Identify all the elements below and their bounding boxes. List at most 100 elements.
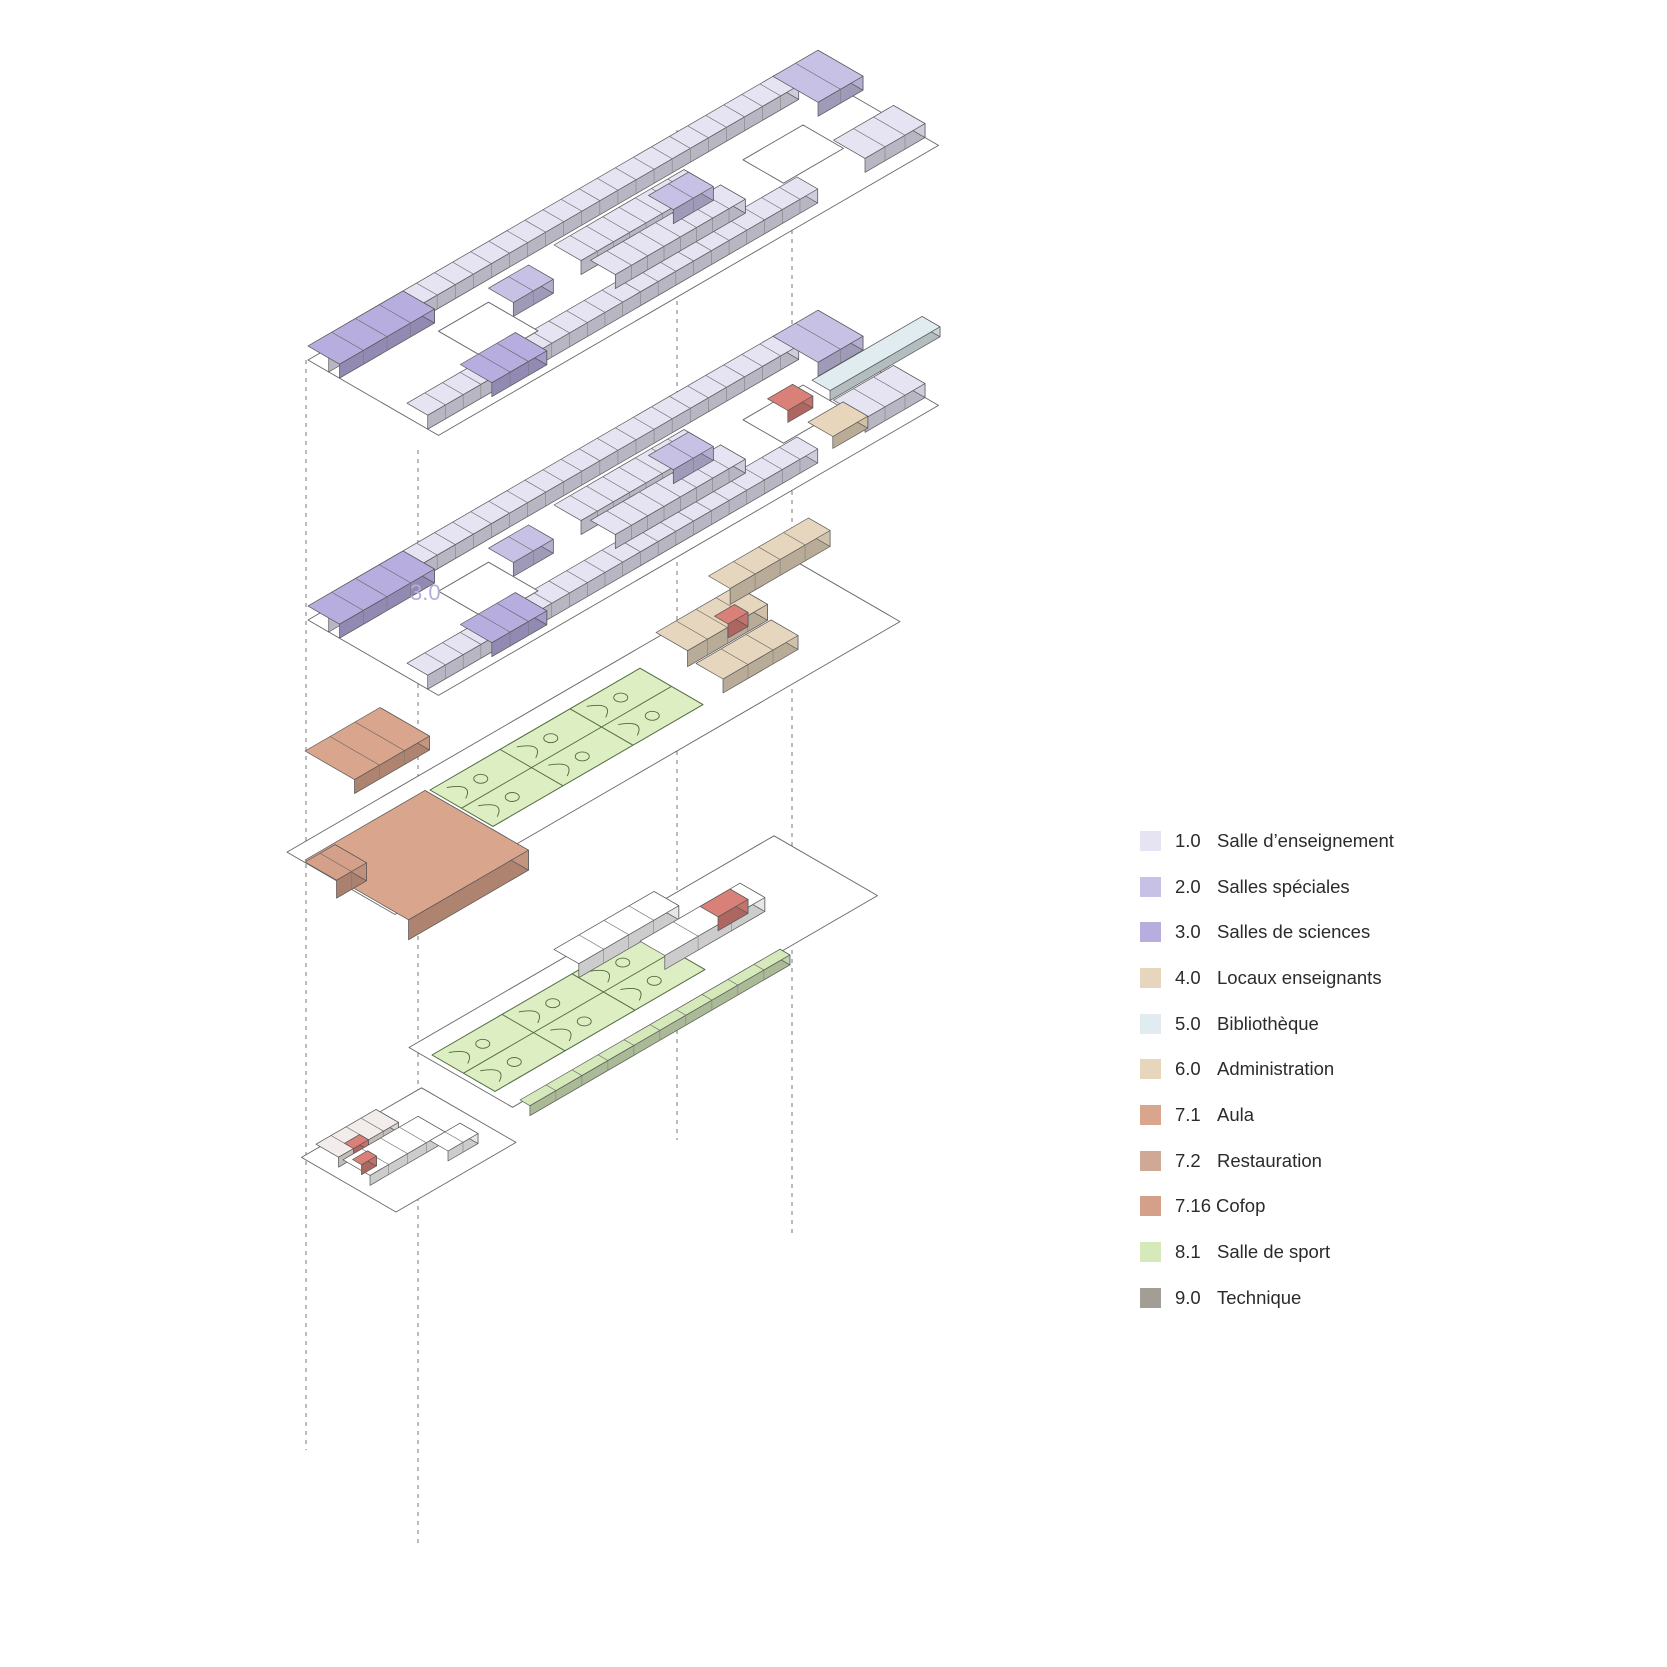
- room-divider: [701, 994, 713, 1001]
- court-circle: [473, 773, 489, 784]
- legend-label: Restauration: [1217, 1149, 1322, 1171]
- legend-label: Salle de sport: [1217, 1241, 1331, 1263]
- room-divider: [753, 964, 765, 971]
- room-divider: [548, 580, 570, 594]
- legend-swatch: [1140, 1059, 1161, 1080]
- faint-annotation-label: 3.0: [410, 580, 441, 605]
- room-divider: [331, 591, 364, 611]
- level-ground: [408, 835, 878, 1117]
- legend-swatch: [1140, 876, 1161, 897]
- room-divider: [434, 272, 456, 285]
- legend-label: Cofop: [1216, 1195, 1266, 1217]
- legend-code: 7.2: [1175, 1149, 1201, 1171]
- room-divider: [496, 602, 529, 622]
- room-divider: [478, 353, 511, 373]
- room-divider: [601, 289, 623, 303]
- room-divider: [584, 560, 606, 573]
- court-arc: [618, 723, 640, 736]
- court-circle: [644, 710, 660, 721]
- legend-label: Salle d’enseignement: [1217, 829, 1394, 851]
- room-divider: [355, 578, 388, 597]
- room-divider: [601, 549, 623, 563]
- room-divider: [639, 231, 665, 247]
- room-divider: [618, 467, 647, 484]
- room-divider: [602, 476, 630, 493]
- room-divider: [545, 1084, 557, 1091]
- court-line: [461, 686, 672, 809]
- room-divider: [635, 457, 663, 474]
- room-divider: [853, 128, 886, 148]
- room-divider: [705, 375, 727, 388]
- court-circle: [576, 1016, 592, 1027]
- room-divider: [584, 300, 606, 313]
- court-arc: [478, 804, 500, 817]
- accent-room: [767, 383, 814, 411]
- legend-label: Bibliothèque: [1217, 1012, 1319, 1034]
- room-divider: [416, 282, 438, 296]
- room-divider: [566, 570, 588, 583]
- legend-swatch: [1140, 1196, 1161, 1217]
- court-arc: [516, 745, 538, 759]
- room-divider: [733, 561, 756, 575]
- room-divider: [460, 372, 482, 385]
- aula: [304, 790, 529, 921]
- legend-code: 6.0: [1175, 1058, 1201, 1080]
- legend-label: Locaux enseignants: [1217, 966, 1382, 988]
- room-divider: [470, 511, 492, 524]
- legend-swatch: [1140, 922, 1161, 943]
- library: [811, 316, 941, 391]
- room-divider: [795, 322, 841, 350]
- room-divider: [442, 642, 464, 655]
- room-divider: [783, 532, 806, 546]
- room-divider: [723, 104, 745, 118]
- court-arc: [620, 988, 642, 1001]
- room-divider: [379, 564, 411, 584]
- room-divider: [460, 632, 482, 645]
- room-divider: [579, 188, 601, 201]
- room-divider: [488, 500, 510, 514]
- room-divider: [853, 388, 886, 408]
- court-circle: [646, 975, 662, 986]
- room-divider: [488, 240, 510, 254]
- legend-item: 7.2 Restauration: [1140, 1138, 1394, 1184]
- room-divider: [635, 197, 663, 214]
- court-arc: [586, 704, 608, 718]
- room-divider: [615, 167, 637, 180]
- room-divider: [586, 225, 614, 243]
- room-divider: [542, 209, 564, 222]
- court-arc: [548, 763, 570, 777]
- room-divider: [560, 198, 582, 212]
- room-divider: [496, 342, 529, 362]
- room-divider: [508, 536, 534, 552]
- room-divider: [566, 310, 588, 323]
- room-divider: [759, 83, 781, 97]
- room-divider: [379, 304, 411, 324]
- room-divider: [779, 447, 801, 460]
- room-divider: [478, 613, 511, 633]
- room-divider: [655, 222, 681, 238]
- room-divider: [675, 620, 708, 640]
- room-divider: [578, 934, 604, 950]
- room-divider: [628, 905, 654, 921]
- room-divider: [873, 376, 906, 396]
- legend-item: 6.0 Administration: [1140, 1046, 1394, 1092]
- room-divider: [597, 1054, 609, 1061]
- room-divider: [416, 542, 438, 556]
- court-arc: [448, 1051, 470, 1064]
- room-divider: [669, 396, 691, 409]
- legend-label: Administration: [1217, 1058, 1335, 1080]
- room-divider: [758, 546, 781, 560]
- room-divider: [618, 207, 647, 224]
- room-divider: [687, 385, 709, 399]
- room-divider: [606, 250, 632, 266]
- court-line: [463, 951, 674, 1074]
- room-divider: [745, 634, 774, 651]
- room-divider: [761, 197, 783, 210]
- legend-swatch: [1140, 1104, 1161, 1125]
- room-divider: [506, 490, 528, 503]
- level-basement: [301, 1087, 517, 1213]
